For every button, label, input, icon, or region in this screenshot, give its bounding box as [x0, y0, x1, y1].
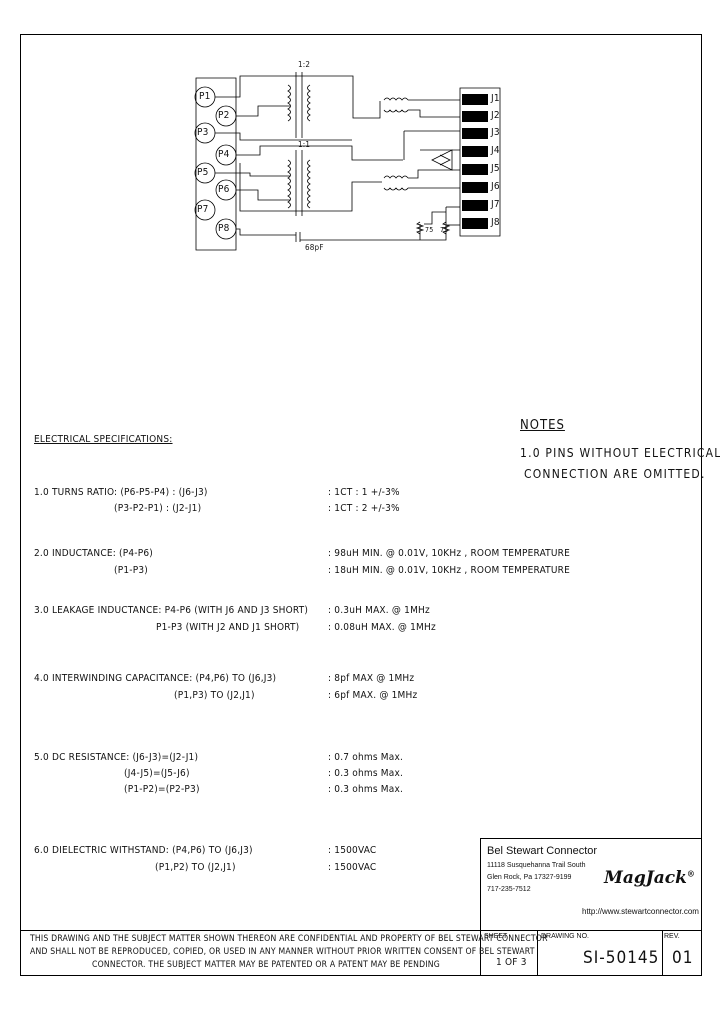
turns-ratio-bottom-label: 1:1: [298, 140, 311, 149]
title-block-line: [537, 930, 538, 976]
resistor-a-label: 75: [425, 226, 434, 234]
spec-right: : 0.3 ohms Max.: [328, 768, 404, 779]
spec-right: : 0.3uH MAX. @ 1MHz: [328, 605, 430, 616]
confidential-line: AND SHALL NOT BE REPRODUCED, COPIED, OR …: [30, 947, 535, 957]
drawing-sheet: [20, 34, 702, 976]
pin-p7-label: P7: [197, 204, 209, 215]
notes-line-2: CONNECTION ARE OMITTED.: [524, 467, 706, 481]
spec-left: (P3-P2-P1) : (J2-J1): [114, 503, 202, 514]
pin-p1-label: P1: [199, 91, 211, 102]
spec-left: (P1,P2) TO (J2,J1): [155, 862, 236, 873]
pin-p5-label: P5: [197, 167, 209, 178]
spec-left: 4.0 INTERWINDING CAPACITANCE: (P4,P6) TO…: [34, 673, 277, 684]
spec-right: : 1500VAC: [328, 862, 377, 873]
spec-right: : 1CT : 2 +/-3%: [328, 503, 400, 514]
resistor-b: [441, 221, 451, 235]
company-address-line: Glen Rock, Pa 17327-9199: [487, 874, 572, 881]
confidential-line: THIS DRAWING AND THE SUBJECT MATTER SHOW…: [30, 934, 548, 944]
spec-right: : 0.7 ohms Max.: [328, 752, 404, 763]
title-block-line: [480, 838, 481, 930]
j-pin-blocks: [462, 94, 488, 229]
notes-title: NOTES: [520, 418, 565, 433]
spec-right: : 1500VAC: [328, 845, 377, 856]
pin-p6-label: P6: [218, 184, 230, 195]
resistor-b-label: 75: [440, 226, 449, 234]
pin-j6-label: J6: [491, 181, 500, 192]
notes-line-1: 1.0 PINS WITHOUT ELECTRICAL: [520, 446, 720, 460]
spec-left: (J4-J5)=(J5-J6): [124, 768, 190, 779]
rj-connector-outline: [195, 77, 237, 251]
sheet-value: 1 OF 3: [496, 957, 527, 968]
spec-right: : 6pf MAX. @ 1MHz: [328, 690, 418, 701]
confidential-line: CONNECTOR. THE SUBJECT MATTER MAY BE PAT…: [92, 960, 440, 970]
spec-left: 5.0 DC RESISTANCE: (J6-J3)=(J2-J1): [34, 752, 199, 763]
company-name: Bel Stewart Connector: [487, 845, 598, 857]
spec-left: (P1-P3): [114, 565, 148, 576]
specs-heading: ELECTRICAL SPECIFICATIONS:: [34, 434, 173, 445]
spec-left: 3.0 LEAKAGE INDUCTANCE: P4-P6 (WITH J6 A…: [34, 605, 309, 616]
logo-text: MagJack: [604, 868, 687, 888]
pin-p8-label: P8: [218, 223, 230, 234]
pin-j2-label: J2: [491, 110, 500, 121]
transformer-top: [287, 72, 311, 138]
pin-p7-circle: [194, 199, 216, 221]
spec-left: (P1-P2)=(P2-P3): [124, 784, 200, 795]
capacitor-label: 68pF: [305, 243, 324, 252]
pin-j5-label: J5: [491, 163, 500, 174]
spec-left: 2.0 INDUCTANCE: (P4-P6): [34, 548, 153, 559]
spec-right: : 0.3 ohms Max.: [328, 784, 404, 795]
j-connector-outline: [459, 87, 501, 237]
spec-left: 1.0 TURNS RATIO: (P6-P5-P4) : (J6-J3): [34, 487, 208, 498]
company-url[interactable]: http://www.stewartconnector.com: [582, 907, 699, 916]
turns-ratio-top-label: 1:2: [298, 60, 311, 69]
title-block-line: [20, 930, 702, 931]
pin-j4-label: J4: [491, 145, 500, 156]
choke-bottom: [383, 175, 409, 191]
title-block-line: [480, 930, 481, 976]
choke-top: [383, 97, 409, 113]
p-pin-circles: [194, 86, 237, 240]
schematic-diagram: [194, 72, 501, 251]
drawing-number-value: SI-50145: [583, 948, 660, 968]
spec-right: : 18uH MIN. @ 0.01V, 10KHz , ROOM TEMPER…: [328, 565, 570, 576]
revision-label: REV.: [664, 933, 680, 940]
spec-right: : 0.08uH MAX. @ 1MHz: [328, 622, 436, 633]
drawing-number-label: DRAWING NO.: [541, 933, 589, 940]
spec-right: : 98uH MIN. @ 0.01V, 10KHz , ROOM TEMPER…: [328, 548, 570, 559]
pin-j3-label: J3: [491, 127, 500, 138]
pin-p3-label: P3: [197, 127, 209, 138]
title-block-line: [662, 930, 663, 976]
pin-j8-label: J8: [491, 217, 500, 228]
resistor-a: [415, 221, 425, 235]
spec-left: (P1,P3) TO (J2,J1): [174, 690, 255, 701]
sheet-label: SHEET: [484, 933, 508, 940]
pin-j7-label: J7: [491, 199, 500, 210]
title-block-line: [480, 838, 702, 839]
registered-mark: ®: [686, 868, 695, 879]
pin-p2-label: P2: [218, 110, 230, 121]
company-phone: 717-235-7512: [487, 886, 531, 893]
pin-p4-label: P4: [218, 149, 230, 160]
revision-value: 01: [672, 948, 694, 968]
company-address-line: 11118 Susquehanna Trail South: [487, 862, 586, 869]
spec-right: : 8pf MAX @ 1MHz: [328, 673, 415, 684]
pin-j1-label: J1: [491, 93, 500, 104]
transformer-bottom: [287, 150, 311, 216]
spec-right: : 1CT : 1 +/-3%: [328, 487, 400, 498]
spec-left: 6.0 DIELECTRIC WITHSTAND: (P4,P6) TO (J6…: [34, 845, 253, 856]
spec-left: P1-P3 (WITH J2 AND J1 SHORT): [156, 622, 300, 633]
magjack-logo: MagJack®: [604, 868, 695, 888]
